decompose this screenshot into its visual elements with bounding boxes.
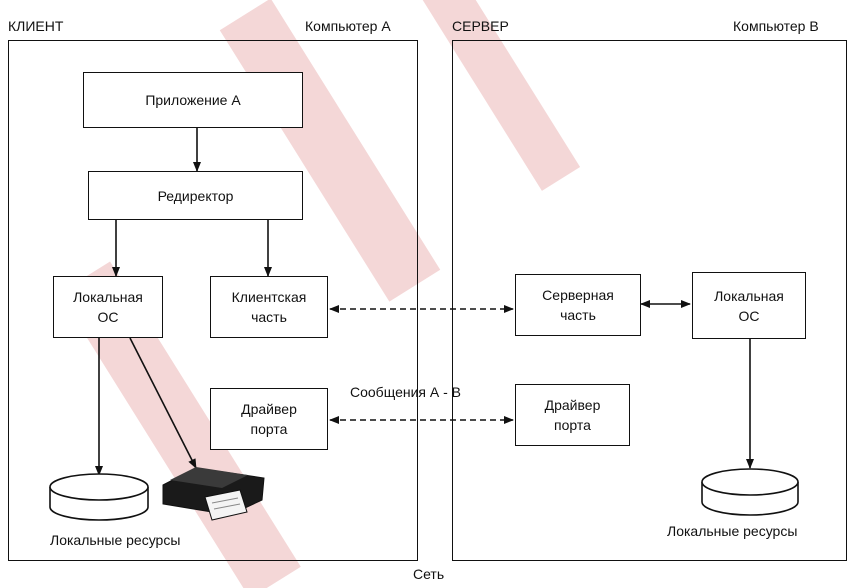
client-port-driver-label: Драйвер порта	[241, 401, 297, 437]
computer-a-label: Компьютер А	[305, 18, 391, 34]
server-part-label: Серверная часть	[542, 287, 614, 323]
redirector-label: Редиректор	[157, 187, 234, 204]
client-local-os-label: Локальная ОС	[73, 289, 143, 325]
server-disk-icon	[701, 468, 799, 516]
server-local-os-box: Локальная ОС	[692, 272, 806, 339]
server-port-driver-label: Драйвер порта	[544, 397, 601, 433]
messages-label: Сообщения А - В	[350, 384, 461, 400]
computer-b-label: Компьютер В	[733, 18, 819, 34]
server-resources-label: Локальные ресурсы	[667, 523, 798, 539]
application-a-label: Приложение А	[145, 92, 241, 108]
printer-icon	[162, 467, 265, 521]
client-port-driver-box: Драйвер порта	[210, 388, 328, 450]
client-local-os-box: Локальная ОС	[53, 276, 163, 338]
application-a-box: Приложение А	[83, 72, 303, 128]
client-part-box: Клиентская часть	[210, 276, 328, 338]
client-disk-icon	[49, 473, 149, 521]
client-resources-label: Локальные ресурсы	[50, 532, 181, 548]
client-part-label: Клиентская часть	[231, 289, 307, 325]
network-label: Сеть	[413, 566, 445, 582]
client-title: КЛИЕНТ	[8, 18, 64, 34]
redirector-box: Редиректор	[88, 171, 303, 220]
server-part-box: Серверная часть	[515, 274, 641, 336]
server-panel	[452, 40, 847, 561]
server-port-driver-box: Драйвер порта	[515, 384, 630, 446]
server-local-os-label: Локальная ОС	[714, 287, 784, 324]
client-panel	[8, 40, 418, 561]
server-title: СЕРВЕР	[452, 18, 509, 34]
arrow-local-os-to-printer	[129, 337, 197, 469]
